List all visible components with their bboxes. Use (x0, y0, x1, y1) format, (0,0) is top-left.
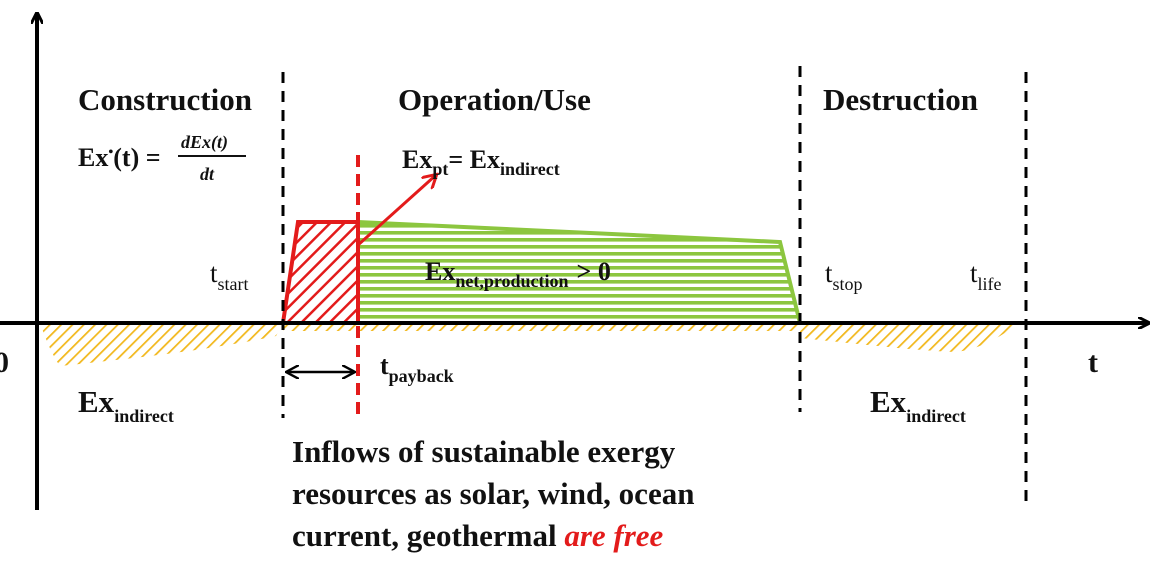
indirect-exergy-construction-area (40, 323, 283, 366)
exergy-payback-label: Expt= Exindirect (402, 145, 560, 179)
svg-text:Inflows of sustainable exergy: Inflows of sustainable exergy (292, 434, 676, 469)
svg-text:resources as solar, wind, ocea: resources as solar, wind, ocean (292, 476, 694, 511)
svg-text:current, geothermal are free: current, geothermal are free (292, 518, 664, 553)
svg-text:dEx(t): dEx(t) (181, 132, 228, 153)
svg-text:dt: dt (200, 164, 215, 184)
phase-operation-label: Operation/Use (398, 82, 591, 117)
exergy-rate-formula: Ex•(t) = dEx(t) dt (78, 132, 246, 184)
sustainable-inflows-note: Inflows of sustainable exergy resources … (292, 434, 694, 553)
t-start-label: tstart (210, 258, 249, 294)
t-payback-label: tpayback (380, 351, 454, 386)
x-axis-label: t (1088, 346, 1098, 379)
net-production-label: Exnet,production> 0 (425, 257, 611, 291)
t-life-label: tlife (970, 258, 1002, 294)
indirect-exergy-destruction-area (800, 323, 1018, 352)
t-stop-label: tstop (825, 258, 863, 294)
payback-area (280, 220, 360, 325)
payback-pointer-arrow (356, 175, 436, 247)
origin-label: 0 (0, 346, 9, 379)
svg-text:Ex•(t) =: Ex•(t) = (78, 143, 161, 172)
indirect-right-label: Exindirect (870, 384, 966, 426)
phase-construction-label: Construction (78, 82, 252, 117)
indirect-left-label: Exindirect (78, 384, 174, 426)
phase-destruction-label: Destruction (823, 82, 978, 117)
